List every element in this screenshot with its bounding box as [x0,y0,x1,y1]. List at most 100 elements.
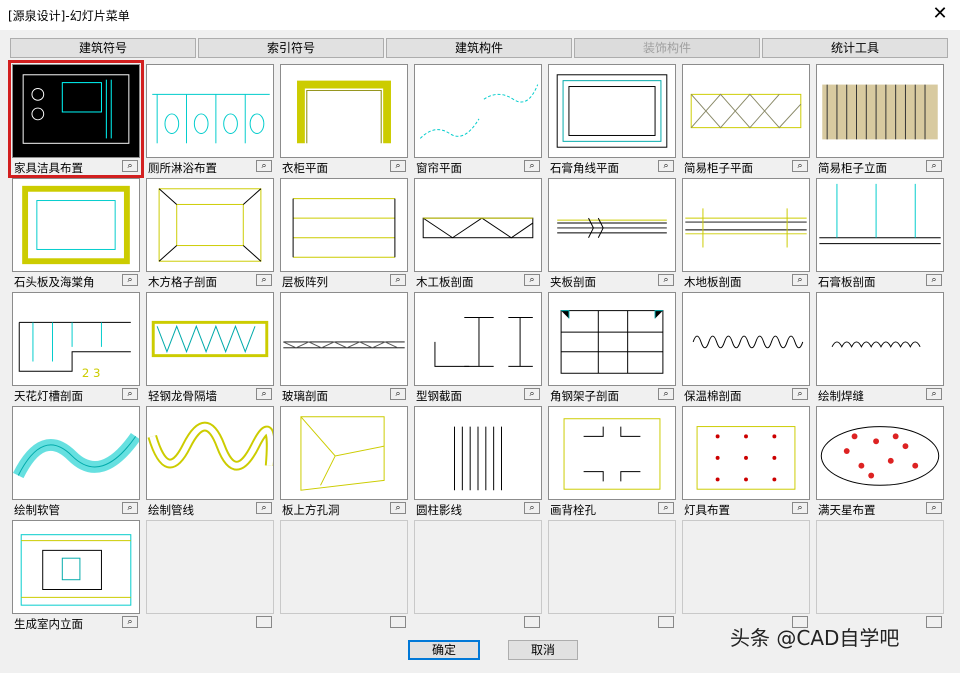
empty-slot [144,518,276,632]
slide-preview-icon[interactable]: ⌕ [926,274,942,286]
slide-preview-icon[interactable]: ⌕ [792,502,808,514]
slide-thumbnail[interactable] [816,64,944,158]
slide-thumbnail[interactable] [146,292,274,386]
slide-item[interactable]: 板上方孔洞⌕ [278,404,410,518]
slide-thumbnail[interactable] [414,178,542,272]
slide-thumbnail[interactable] [280,178,408,272]
slide-item[interactable]: 玻璃剖面⌕ [278,290,410,404]
slide-preview-icon[interactable]: ⌕ [792,274,808,286]
tab-statistics-tools[interactable]: 统计工具 [762,38,948,58]
slide-preview-icon[interactable]: ⌕ [390,388,406,400]
slide-preview-icon[interactable]: ⌕ [792,160,808,172]
slide-item[interactable]: 灯具布置⌕ [680,404,812,518]
slide-item[interactable]: 家具洁具布置⌕ [8,60,144,178]
slide-preview-icon[interactable]: ⌕ [390,160,406,172]
slide-item[interactable]: 保温棉剖面⌕ [680,290,812,404]
slide-thumbnail[interactable] [12,64,140,158]
slide-thumbnail[interactable] [682,406,810,500]
slide-preview-icon[interactable]: ⌕ [122,388,138,400]
slide-thumbnail[interactable] [146,406,274,500]
slide-thumbnail[interactable] [816,406,944,500]
slide-preview-icon[interactable]: ⌕ [122,502,138,514]
slide-preview-icon[interactable]: ⌕ [926,388,942,400]
slide-preview-icon[interactable]: ⌕ [792,388,808,400]
slide-preview-icon[interactable]: ⌕ [524,274,540,286]
tab-architectural-symbols[interactable]: 建筑符号 [10,38,196,58]
slide-preview-icon[interactable]: ⌕ [256,274,272,286]
slide-preview-icon[interactable]: ⌕ [390,502,406,514]
cancel-button[interactable]: 取消 [508,640,578,660]
slide-preview-icon[interactable]: ⌕ [256,502,272,514]
slide-preview-icon[interactable]: ⌕ [122,274,138,286]
slide-preview-icon[interactable]: ⌕ [926,502,942,514]
slide-item[interactable]: 生成室内立面⌕ [10,518,142,632]
slide-preview-icon[interactable]: ⌕ [658,274,674,286]
slide-preview-icon[interactable]: ⌕ [658,502,674,514]
slide-item[interactable]: 绘制管线⌕ [144,404,276,518]
tab-building-components[interactable]: 建筑构件 [386,38,572,58]
slide-item[interactable]: 木工板剖面⌕ [412,176,544,290]
slide-item[interactable]: 型钢截面 ⌕ [412,290,544,404]
slide-preview-icon[interactable]: ⌕ [524,160,540,172]
slide-thumbnail[interactable] [12,178,140,272]
slide-preview-icon[interactable]: ⌕ [256,160,272,172]
slide-item[interactable]: 木方格子剖面⌕ [144,176,276,290]
slide-item[interactable]: 衣柜平面⌕ [278,62,410,176]
slide-preview-icon[interactable]: ⌕ [926,160,942,172]
slide-thumbnail[interactable] [682,64,810,158]
slide-item[interactable]: 满天星布置⌕ [814,404,946,518]
dialog-client: 建筑符号 索引符号 建筑构件 装饰构件 统计工具 家具洁具布置⌕厕所淋浴布置⌕衣… [0,30,960,673]
slide-thumbnail[interactable] [146,178,274,272]
slide-thumbnail[interactable] [12,406,140,500]
slide-item[interactable]: 角钢架子剖面⌕ [546,290,678,404]
slide-thumbnail[interactable] [414,292,542,386]
slide-thumbnail[interactable] [12,520,140,614]
tab-index-symbols[interactable]: 索引符号 [198,38,384,58]
slide-preview-icon[interactable]: ⌕ [122,616,138,628]
ok-button[interactable]: 确定 [408,640,480,660]
slide-thumbnail[interactable] [146,64,274,158]
slide-thumbnail[interactable] [548,292,676,386]
slide-preview-icon[interactable]: ⌕ [524,388,540,400]
slide-thumbnail[interactable] [682,178,810,272]
slide-preview-icon[interactable]: ⌕ [658,160,674,172]
slide-preview-icon[interactable]: ⌕ [256,388,272,400]
svg-text:2 3: 2 3 [82,366,101,380]
slide-item[interactable]: 石膏角线平面⌕ [546,62,678,176]
slide-thumbnail[interactable] [280,292,408,386]
slide-item[interactable]: 绘制焊缝⌕ [814,290,946,404]
slide-preview-icon[interactable]: ⌕ [122,160,138,172]
slide-label: 型钢截面 [416,389,462,403]
close-icon[interactable]: ✕ [932,3,948,24]
slide-thumbnail[interactable] [280,406,408,500]
slide-item[interactable]: 层板阵列⌕ [278,176,410,290]
empty-slot-button [256,616,272,628]
slide-preview-icon[interactable]: ⌕ [524,502,540,514]
slide-thumbnail[interactable] [548,406,676,500]
slide-preview-icon[interactable]: ⌕ [390,274,406,286]
slide-item[interactable]: 厕所淋浴布置⌕ [144,62,276,176]
slide-item[interactable]: 轻钢龙骨隔墙⌕ [144,290,276,404]
slide-thumbnail[interactable] [280,64,408,158]
slide-item[interactable]: 绘制软管⌕ [10,404,142,518]
slide-thumbnail[interactable] [682,292,810,386]
slide-thumbnail[interactable] [548,64,676,158]
tab-decorative-components[interactable]: 装饰构件 [574,38,760,58]
slide-item[interactable]: 画背栓孔⌕ [546,404,678,518]
slide-item[interactable]: 窗帘平面⌕ [412,62,544,176]
slide-thumbnail[interactable] [414,406,542,500]
slide-item[interactable]: 圆柱影线⌕ [412,404,544,518]
slide-thumbnail[interactable]: 2 3 [12,292,140,386]
slide-item[interactable]: 夹板剖面⌕ [546,176,678,290]
slide-item[interactable]: 木地板剖面⌕ [680,176,812,290]
slide-thumbnail[interactable] [548,178,676,272]
slide-thumbnail[interactable] [816,292,944,386]
slide-thumbnail[interactable] [816,178,944,272]
slide-item[interactable]: 简易柜子平面⌕ [680,62,812,176]
slide-item[interactable]: 石头板及海棠角⌕ [10,176,142,290]
slide-preview-icon[interactable]: ⌕ [658,388,674,400]
slide-item[interactable]: 石膏板剖面⌕ [814,176,946,290]
slide-item[interactable]: 简易柜子立面⌕ [814,62,946,176]
slide-thumbnail[interactable] [414,64,542,158]
